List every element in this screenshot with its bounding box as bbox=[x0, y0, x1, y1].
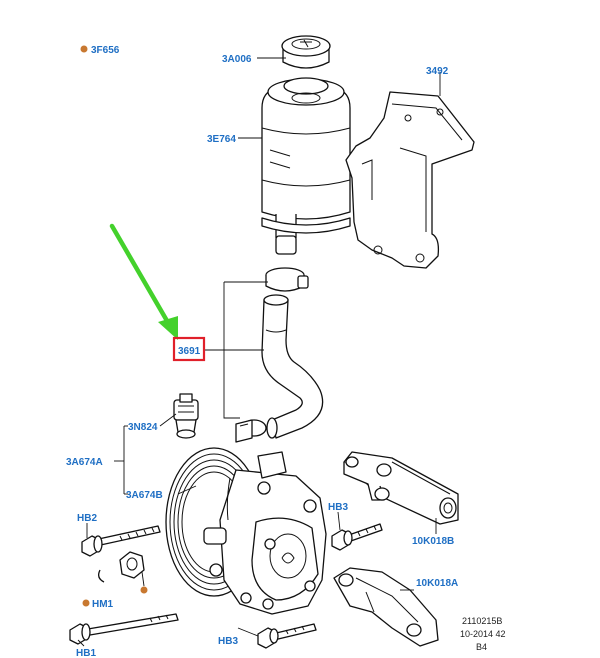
bolt-hb2 bbox=[81, 525, 161, 557]
label-3f656: 3F656 bbox=[91, 45, 120, 56]
hose-clamp-lower bbox=[235, 419, 267, 443]
mounting-bracket-upper bbox=[343, 451, 459, 525]
reference-code: B4 bbox=[476, 642, 487, 652]
label-3a674a: 3A674A bbox=[66, 457, 103, 468]
leader-lines bbox=[77, 57, 441, 647]
label-hb1: HB1 bbox=[76, 648, 96, 658]
reference-number: 2110215B bbox=[462, 616, 502, 626]
part-highlight-box bbox=[172, 336, 206, 362]
reservoir-bracket bbox=[345, 91, 475, 269]
label-hb3-upper: HB3 bbox=[328, 502, 348, 513]
reservoir bbox=[261, 77, 351, 255]
reservoir-cap bbox=[281, 35, 331, 69]
bolt-hb1 bbox=[69, 613, 179, 645]
pressure-hose bbox=[261, 294, 324, 439]
label-3a006: 3A006 bbox=[222, 54, 252, 65]
bolt-hb3-lower bbox=[257, 623, 317, 649]
marker-icon bbox=[80, 45, 88, 53]
label-3e764: 3E764 bbox=[207, 134, 236, 145]
label-hb3-lower: HB3 bbox=[218, 636, 238, 647]
label-3492: 3492 bbox=[426, 66, 449, 77]
part-labels: 3F656 3A006 3492 3E764 3691 3N824 3A674A… bbox=[66, 45, 458, 658]
label-10k018b: 10K018B bbox=[412, 536, 454, 547]
label-10k018a: 10K018A bbox=[416, 578, 458, 589]
reference-date: 10-2014 42 bbox=[460, 629, 506, 639]
hose-clamp-upper bbox=[265, 267, 309, 292]
reference-block: 2110215B 10-2014 42 B4 bbox=[460, 616, 506, 652]
marker-icon bbox=[82, 599, 90, 607]
mounting-bracket-lower bbox=[333, 567, 439, 647]
label-hb2: HB2 bbox=[77, 513, 97, 524]
pressure-switch bbox=[173, 393, 199, 439]
bolt-hb3-upper bbox=[331, 523, 383, 551]
pointer-arrow bbox=[109, 223, 178, 340]
power-steering-pump bbox=[165, 447, 327, 615]
label-hm1: HM1 bbox=[92, 599, 114, 610]
label-3691: 3691 bbox=[178, 346, 201, 357]
stud-bushing bbox=[98, 551, 145, 583]
label-3a674b: 3A674B bbox=[126, 490, 163, 501]
marker-icon bbox=[140, 586, 148, 594]
label-3n824: 3N824 bbox=[128, 422, 158, 433]
